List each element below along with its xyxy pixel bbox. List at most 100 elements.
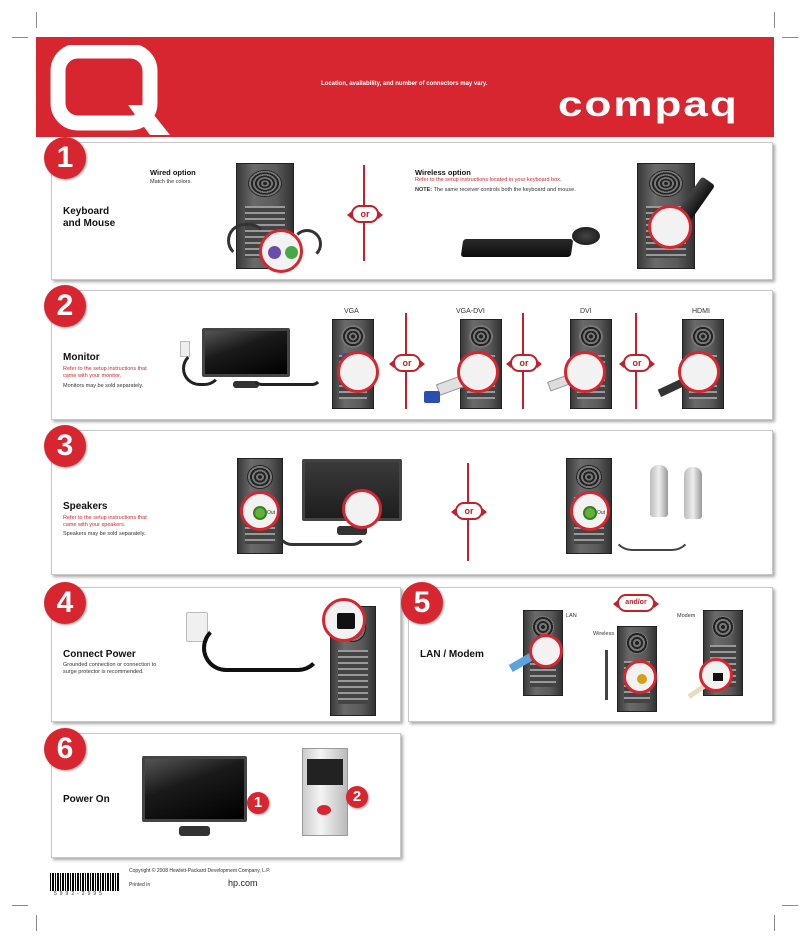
wireless-keyboard bbox=[460, 239, 574, 257]
compaq-q-logo bbox=[50, 45, 170, 135]
or-separator: or bbox=[389, 354, 425, 372]
phone-jack-icon bbox=[713, 673, 723, 681]
connector-label-dvi: DVI bbox=[580, 308, 592, 315]
power-socket-icon bbox=[337, 613, 355, 629]
wireless-option-sub: Refer to the setup instructions located … bbox=[415, 177, 562, 183]
out-label: Out bbox=[597, 510, 606, 516]
panel-connect-power: Connect Power Grounded connection or con… bbox=[51, 587, 401, 722]
andor-separator: and/or bbox=[613, 594, 659, 612]
power-cord bbox=[202, 624, 322, 672]
lan-modem-title: LAN / Modem bbox=[420, 649, 484, 660]
or-separator: or bbox=[451, 502, 487, 520]
crop-mark bbox=[782, 37, 798, 38]
lcd-monitor bbox=[142, 756, 247, 836]
barcode-number: 5992-2995 bbox=[54, 891, 105, 897]
power-socket-callout bbox=[322, 598, 366, 642]
step-number-6: 6 bbox=[44, 728, 86, 770]
crop-mark bbox=[774, 12, 775, 28]
panel-power-on: Power On 1 2 bbox=[51, 733, 401, 858]
ps2-ports-callout bbox=[259, 229, 303, 273]
connect-power-title: Connect Power bbox=[63, 649, 136, 660]
antenna-port-icon bbox=[637, 674, 647, 684]
power-on-title: Power On bbox=[63, 794, 110, 805]
wireless-note: NOTE: The same receiver controls both th… bbox=[415, 187, 576, 193]
mouse-cable bbox=[292, 229, 322, 259]
dvi-port-callout bbox=[564, 351, 606, 393]
drive-bays bbox=[307, 759, 343, 785]
keyboard-cable bbox=[227, 223, 267, 258]
step-number-1: 1 bbox=[44, 137, 86, 179]
crop-mark bbox=[774, 915, 775, 931]
wall-outlet bbox=[186, 612, 208, 642]
crop-mark bbox=[12, 905, 28, 906]
crop-mark bbox=[36, 915, 37, 931]
pc-power-button-badge: 2 bbox=[346, 786, 368, 808]
speakers-sub: Speakers may be sold separately. bbox=[63, 531, 146, 537]
panel-lan-modem: LAN / Modem LAN Wireless Modem and/or bbox=[408, 587, 773, 722]
connector-label-hdmi: HDMI bbox=[692, 308, 710, 315]
crop-mark bbox=[782, 905, 798, 906]
header-banner: Location, availability, and number of co… bbox=[36, 37, 774, 137]
step-number-4: 4 bbox=[44, 582, 86, 624]
step-number-2: 2 bbox=[44, 285, 86, 327]
connector-label-vga: VGA bbox=[344, 308, 359, 315]
pc-tower-front bbox=[302, 748, 348, 836]
monitor-title: Monitor bbox=[63, 352, 100, 363]
compaq-wordmark: COMPAQ bbox=[558, 85, 739, 125]
panel-speakers: Speakers Refer to the setup instructions… bbox=[51, 430, 773, 575]
out-label: Out bbox=[267, 510, 276, 516]
audio-out-callout: Out bbox=[240, 491, 280, 531]
copyright-text: Copyright © 2008 Hewlett-Packard Develop… bbox=[129, 868, 271, 874]
wireless-antenna-callout bbox=[623, 660, 657, 694]
audio-out-port-icon bbox=[583, 506, 597, 520]
modem-port-callout bbox=[699, 658, 733, 692]
header-note: Location, availability, and number of co… bbox=[321, 81, 488, 87]
modem-label: Modem bbox=[677, 613, 696, 619]
lan-port-callout bbox=[529, 634, 563, 668]
crop-mark bbox=[12, 37, 28, 38]
or-separator: or bbox=[506, 354, 542, 372]
right-speaker bbox=[684, 467, 702, 519]
panel-monitor: Monitor Refer to the setup instructions … bbox=[51, 290, 773, 420]
step-number-5: 5 bbox=[401, 582, 443, 624]
ps2-keyboard-port-icon bbox=[268, 246, 281, 259]
left-speaker bbox=[650, 465, 668, 517]
dvi-port-callout bbox=[457, 351, 499, 393]
hp-website: hp.com bbox=[228, 878, 258, 888]
hdmi-port-callout bbox=[678, 351, 720, 393]
wireless-mouse bbox=[572, 227, 600, 245]
wireless-option-title: Wireless option bbox=[415, 168, 471, 177]
crop-mark bbox=[36, 12, 37, 28]
speaker-cable bbox=[612, 511, 692, 551]
speakers-title: Speakers bbox=[63, 501, 108, 512]
or-separator: or bbox=[347, 205, 383, 223]
wireless-label: Wireless bbox=[593, 631, 615, 637]
connector-label-vga-dvi: VGA-DVI bbox=[456, 308, 485, 315]
step-number-3: 3 bbox=[44, 425, 86, 467]
wired-option-sub: Match the colors. bbox=[150, 179, 192, 185]
monitor-sub: Monitors may be sold separately. bbox=[63, 383, 144, 389]
audio-out-port-icon bbox=[253, 506, 267, 520]
lan-label: LAN bbox=[566, 613, 577, 619]
vga-plug bbox=[424, 391, 440, 403]
monitor-audio-callout bbox=[342, 489, 382, 529]
audio-cable bbox=[277, 516, 367, 546]
printed-in-text: Printed in bbox=[129, 882, 151, 888]
or-separator: or bbox=[619, 354, 655, 372]
ps2-mouse-port-icon bbox=[285, 246, 298, 259]
wired-option-title: Wired option bbox=[150, 168, 196, 177]
video-cable bbox=[252, 366, 322, 386]
vga-port-callout bbox=[337, 351, 379, 393]
usb-port-callout bbox=[648, 205, 692, 249]
audio-out-callout: Out bbox=[570, 491, 610, 531]
wireless-antenna bbox=[605, 650, 608, 700]
monitor-power-button-badge: 1 bbox=[247, 792, 269, 814]
power-cable bbox=[182, 351, 222, 386]
compaq-badge-icon bbox=[317, 805, 331, 815]
barcode bbox=[50, 873, 120, 891]
